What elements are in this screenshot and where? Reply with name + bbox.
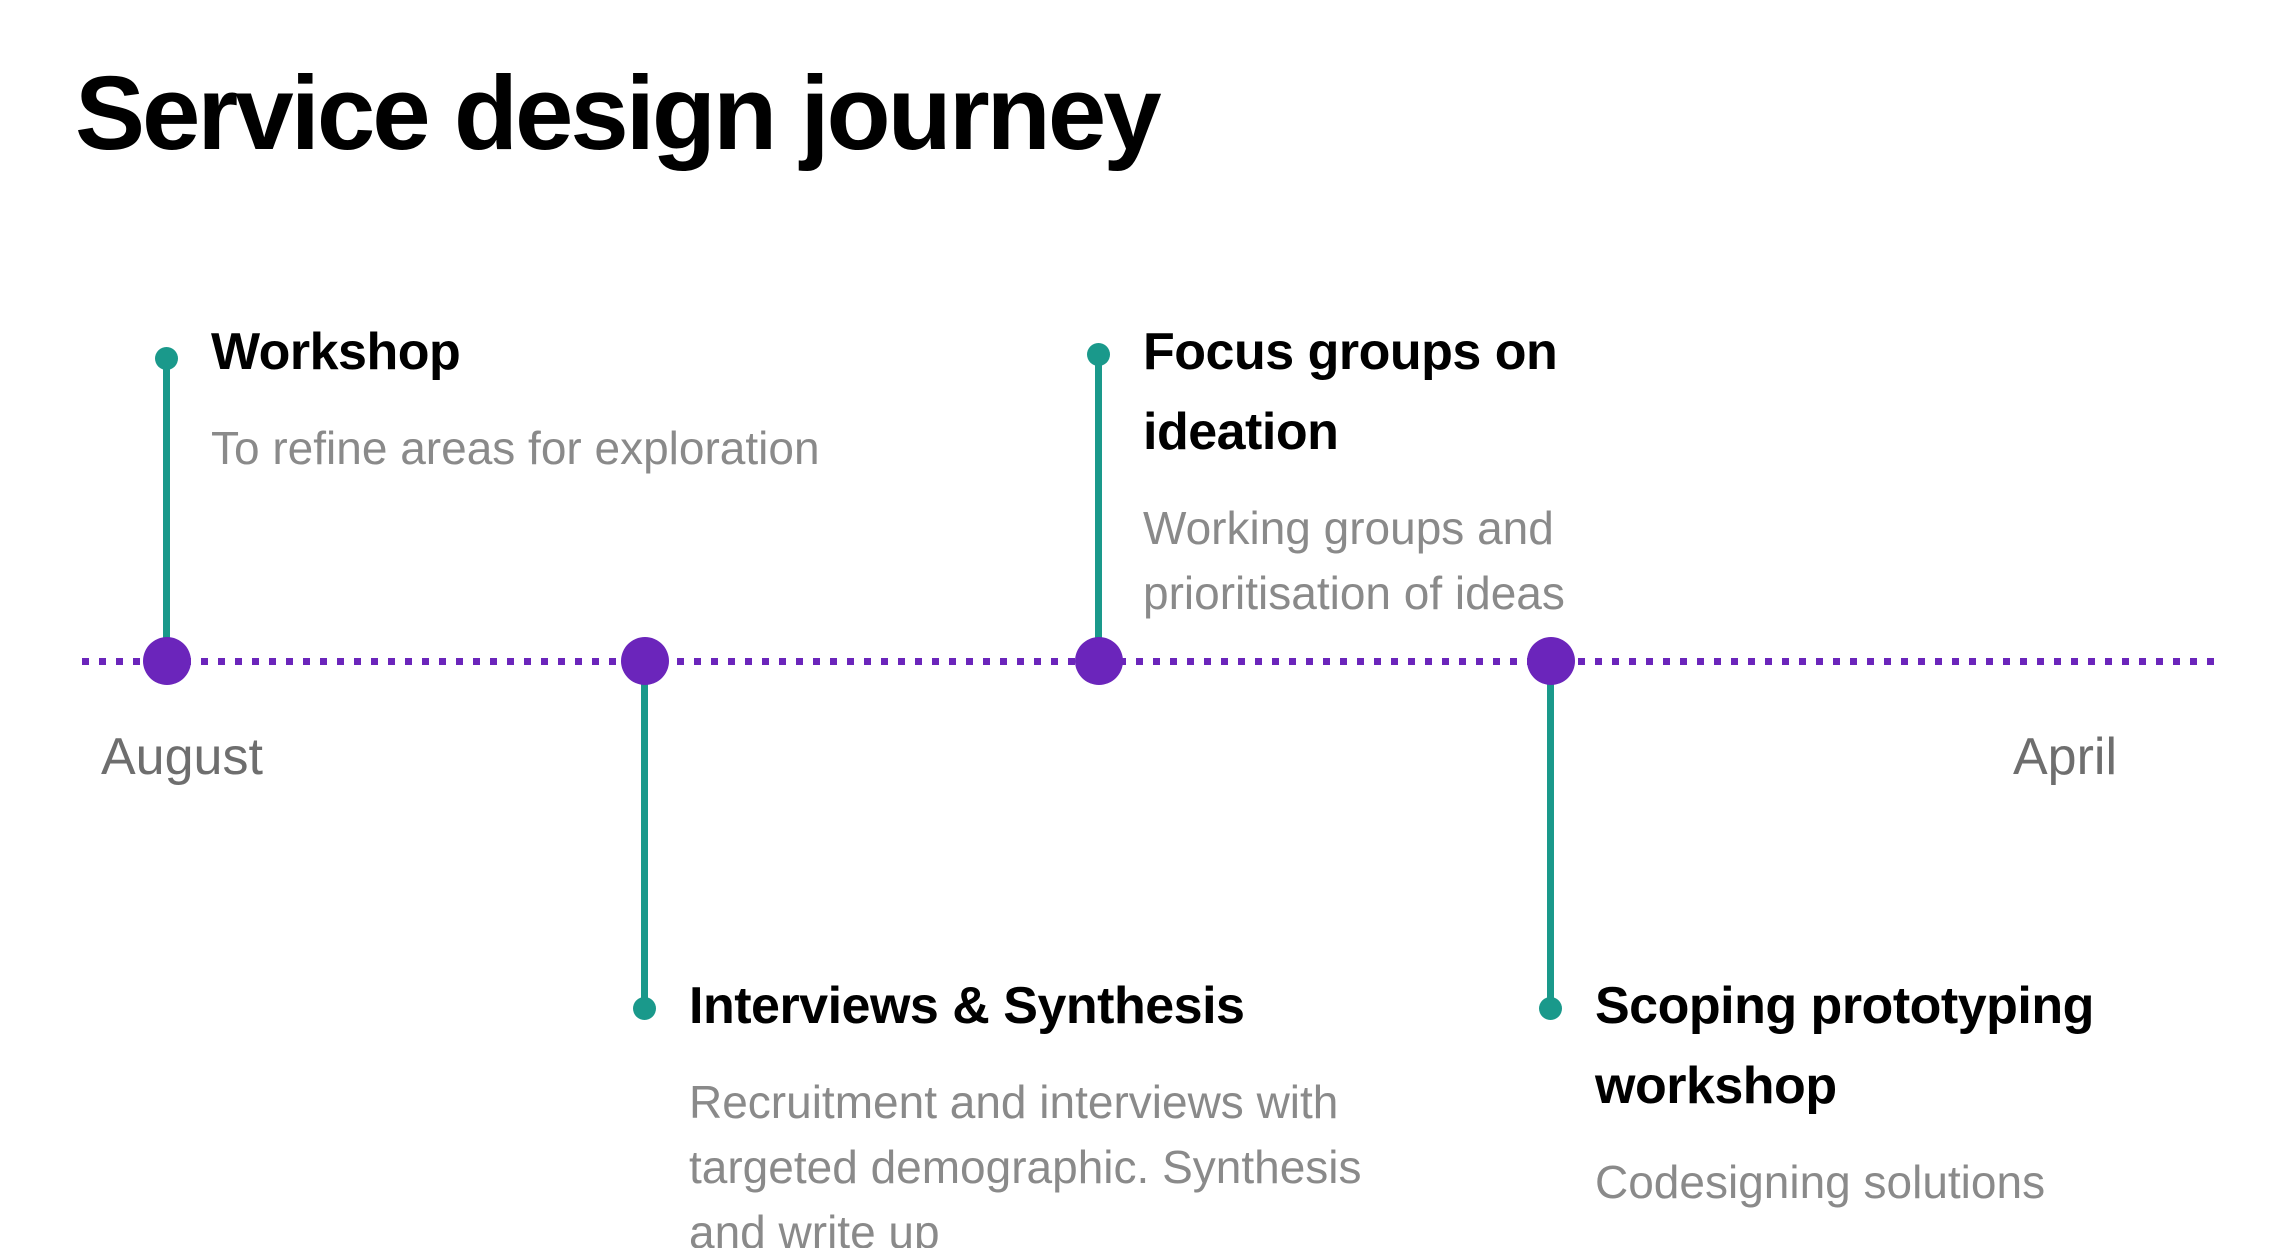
- connector-line: [163, 358, 170, 661]
- connector-end-dot: [633, 997, 656, 1020]
- connector-line: [1095, 354, 1102, 661]
- milestone-text-block: Interviews & Synthesis Recruitment and i…: [689, 948, 1362, 1248]
- connector-end-dot: [155, 347, 178, 370]
- timeline-end-month-label: April: [2013, 728, 2118, 786]
- milestone-title: Interviews & Synthesis: [689, 977, 1245, 1035]
- timeline-start-month-label: August: [101, 728, 263, 786]
- connector-end-dot: [1087, 343, 1110, 366]
- milestone-description: Codesigning solutions: [1595, 1156, 2046, 1208]
- milestone-description: To refine areas for exploration: [211, 422, 820, 474]
- connector-line: [1547, 661, 1554, 1008]
- milestone-title: Focus groups on ideation: [1143, 323, 1558, 461]
- milestone-title: Workshop: [211, 323, 461, 381]
- milestone-text-block: Focus groups on ideation Working groups …: [1143, 294, 1565, 644]
- timeline-node-dot: [1527, 637, 1575, 685]
- connector-end-dot: [1539, 997, 1562, 1020]
- milestone-text-block: Scoping prototyping workshop Codesigning…: [1595, 948, 2094, 1233]
- timeline-node-dot: [621, 637, 669, 685]
- milestone-description: Working groups and prioritisation of ide…: [1143, 502, 1565, 619]
- milestone-text-block: Workshop To refine areas for exploration: [211, 294, 820, 499]
- timeline-node-dot: [1075, 637, 1123, 685]
- connector-line: [641, 661, 648, 1008]
- milestone-title: Scoping prototyping workshop: [1595, 977, 2094, 1115]
- timeline-node-dot: [143, 637, 191, 685]
- timeline-dotted-axis: [82, 658, 2222, 665]
- milestone-description: Recruitment and interviews with targeted…: [689, 1076, 1362, 1248]
- page-title: Service design journey: [75, 55, 1162, 172]
